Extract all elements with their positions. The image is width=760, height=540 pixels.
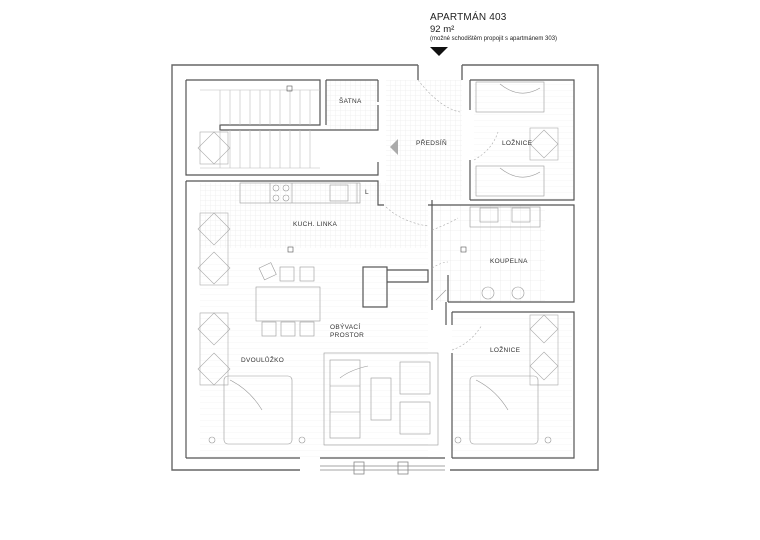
interior-walls bbox=[185, 79, 575, 459]
room-label-predsin: PŘEDSÍŇ bbox=[416, 140, 447, 147]
outer-walls bbox=[171, 64, 599, 471]
room-label-loznice-bottom: LOŽNICE bbox=[490, 347, 521, 354]
room-label-koupelna: KOUPELNA bbox=[490, 258, 528, 265]
dining-table bbox=[255, 262, 321, 337]
stair-direction-icon bbox=[390, 139, 398, 155]
apartment-note: (možné schodištěm propojit s apartmánem … bbox=[430, 36, 558, 42]
door-swings bbox=[385, 79, 499, 351]
staircase bbox=[200, 85, 320, 169]
window-planters bbox=[197, 127, 559, 386]
kitchen-counter bbox=[239, 182, 361, 253]
room-label-loznice-top: LOŽNICE bbox=[502, 140, 533, 147]
apartment-title: APARTMÁN 403 bbox=[430, 12, 507, 23]
living-furniture bbox=[323, 352, 439, 446]
room-label-satna: ŠATNA bbox=[339, 98, 362, 105]
bottom-windows bbox=[320, 461, 445, 475]
bathroom-fixtures bbox=[435, 206, 541, 301]
room-label-dvoululzko: DVOULŮŽKO bbox=[241, 357, 285, 364]
room-label-obyvaci: OBÝVACÍ bbox=[330, 324, 361, 331]
fridge-label: L bbox=[365, 189, 369, 196]
apartment-header: APARTMÁN 403 92 m² (možné schodištěm pro… bbox=[430, 12, 557, 42]
beds bbox=[208, 81, 552, 445]
apartment-area: 92 m² bbox=[430, 24, 455, 35]
room-label-kuch-linka: KUCH. LINKA bbox=[293, 221, 338, 228]
room-label-prostor: PROSTOR bbox=[330, 332, 365, 339]
entrance-arrow-icon bbox=[430, 47, 448, 56]
